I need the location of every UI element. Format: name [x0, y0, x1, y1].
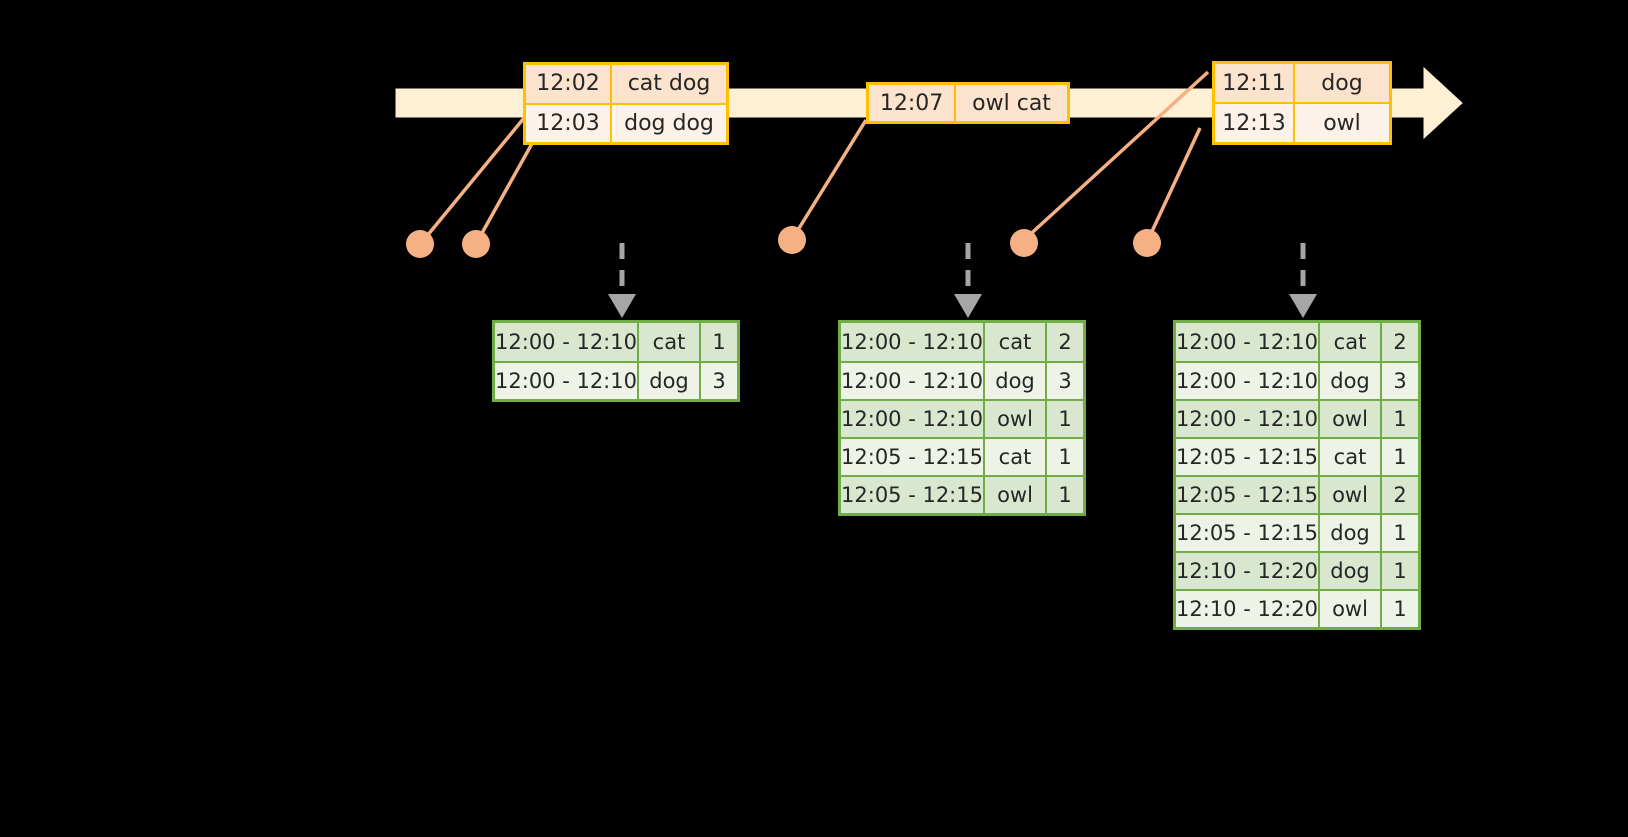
cell-window: 12:00 - 12:10	[1176, 401, 1320, 437]
table-row[interactable]: 12:05 - 12:15 cat 1	[1176, 437, 1418, 475]
table-row[interactable]: 12:05 - 12:15 owl 1	[841, 475, 1083, 513]
cell-window: 12:00 - 12:10	[1176, 323, 1320, 361]
dashed-arrow-head-2	[954, 294, 982, 318]
cell-word: dog	[1320, 515, 1382, 551]
event-words: cat dog	[612, 65, 726, 103]
table-row[interactable]: 12:00 - 12:10 cat 2	[841, 323, 1083, 361]
cell-window: 12:00 - 12:10	[841, 323, 985, 361]
cell-window: 12:05 - 12:15	[841, 439, 985, 475]
cell-count: 3	[1047, 363, 1083, 399]
cell-count: 2	[1382, 477, 1418, 513]
cell-word: dog	[985, 363, 1047, 399]
cell-window: 12:10 - 12:20	[1176, 553, 1320, 589]
cell-window: 12:00 - 12:10	[495, 323, 639, 361]
table-row[interactable]: 12:05 - 12:15 dog 1	[1176, 513, 1418, 551]
cell-word: owl	[1320, 591, 1382, 627]
event-row[interactable]: 12:11 dog	[1215, 64, 1389, 102]
event-dot-3	[778, 226, 806, 254]
connector-line-5	[1146, 127, 1202, 241]
cell-count: 1	[1382, 553, 1418, 589]
table-row[interactable]: 12:00 - 12:10 cat 1	[495, 323, 737, 361]
table-pointer-arrows	[619, 243, 1306, 296]
cell-count: 2	[1047, 323, 1083, 361]
table-row[interactable]: 12:10 - 12:20 dog 1	[1176, 551, 1418, 589]
table-row[interactable]: 12:00 - 12:10 owl 1	[1176, 399, 1418, 437]
cell-window: 12:10 - 12:20	[1176, 591, 1320, 627]
table-row[interactable]: 12:05 - 12:15 cat 1	[841, 437, 1083, 475]
table-row[interactable]: 12:00 - 12:10 dog 3	[495, 361, 737, 399]
cell-word: owl	[985, 401, 1047, 437]
cell-count: 1	[1382, 591, 1418, 627]
event-group-2[interactable]: 12:07 owl cat	[866, 82, 1070, 124]
table-row[interactable]: 12:00 - 12:10 dog 3	[1176, 361, 1418, 399]
event-row[interactable]: 12:07 owl cat	[869, 85, 1067, 121]
event-dot-2	[462, 230, 490, 258]
event-time: 12:13	[1215, 104, 1295, 142]
dashed-arrow-head-1	[608, 294, 636, 318]
cell-count: 1	[701, 323, 737, 361]
cell-window: 12:05 - 12:15	[841, 477, 985, 513]
table-row[interactable]: 12:00 - 12:10 dog 3	[841, 361, 1083, 399]
cell-word: dog	[1320, 363, 1382, 399]
event-group-1[interactable]: 12:02 cat dog 12:03 dog dog	[523, 62, 729, 145]
cell-word: dog	[1320, 553, 1382, 589]
result-table-1[interactable]: 12:00 - 12:10 cat 1 12:00 - 12:10 dog 3	[492, 320, 740, 402]
result-table-2[interactable]: 12:00 - 12:10 cat 2 12:00 - 12:10 dog 3 …	[838, 320, 1086, 516]
cell-window: 12:00 - 12:10	[495, 363, 639, 399]
cell-count: 3	[1382, 363, 1418, 399]
cell-word: cat	[985, 323, 1047, 361]
event-time: 12:02	[526, 65, 612, 103]
cell-count: 1	[1047, 401, 1083, 437]
cell-count: 1	[1382, 439, 1418, 475]
event-time: 12:11	[1215, 64, 1295, 102]
result-table-3[interactable]: 12:00 - 12:10 cat 2 12:00 - 12:10 dog 3 …	[1173, 320, 1421, 630]
table-row[interactable]: 12:10 - 12:20 owl 1	[1176, 589, 1418, 627]
event-row[interactable]: 12:02 cat dog	[526, 65, 726, 103]
connector-line-1	[420, 116, 526, 244]
cell-count: 1	[1047, 439, 1083, 475]
cell-word: dog	[639, 363, 701, 399]
cell-window: 12:05 - 12:15	[1176, 439, 1320, 475]
cell-count: 1	[1047, 477, 1083, 513]
cell-window: 12:05 - 12:15	[1176, 515, 1320, 551]
cell-count: 2	[1382, 323, 1418, 361]
cell-window: 12:05 - 12:15	[1176, 477, 1320, 513]
event-dot-4	[1010, 229, 1038, 257]
dashed-arrow-head-3	[1289, 294, 1317, 318]
cell-count: 1	[1382, 401, 1418, 437]
event-row[interactable]: 12:03 dog dog	[526, 102, 726, 142]
table-row[interactable]: 12:00 - 12:10 owl 1	[841, 399, 1083, 437]
event-time: 12:07	[869, 85, 957, 121]
cell-window: 12:00 - 12:10	[841, 363, 985, 399]
event-row[interactable]: 12:13 owl	[1215, 102, 1389, 142]
event-dot-1	[406, 230, 434, 258]
table-row[interactable]: 12:05 - 12:15 owl 2	[1176, 475, 1418, 513]
cell-word: cat	[1320, 323, 1382, 361]
event-group-3[interactable]: 12:11 dog 12:13 owl	[1212, 61, 1392, 145]
connector-line-2	[475, 139, 536, 243]
cell-count: 1	[1382, 515, 1418, 551]
cell-word: cat	[985, 439, 1047, 475]
cell-count: 3	[701, 363, 737, 399]
cell-word: owl	[1320, 477, 1382, 513]
event-dot-5	[1133, 229, 1161, 257]
table-row[interactable]: 12:00 - 12:10 cat 2	[1176, 323, 1418, 361]
cell-window: 12:00 - 12:10	[841, 401, 985, 437]
event-words: dog dog	[612, 104, 726, 142]
event-words: owl cat	[956, 85, 1067, 121]
cell-word: owl	[1320, 401, 1382, 437]
event-dots	[406, 226, 1161, 258]
event-words: owl	[1295, 104, 1389, 142]
cell-window: 12:00 - 12:10	[1176, 363, 1320, 399]
cell-word: cat	[1320, 439, 1382, 475]
connector-line-3	[791, 119, 868, 239]
event-words: dog	[1295, 64, 1389, 102]
table-pointer-arrowheads	[608, 294, 1317, 318]
event-time: 12:03	[526, 104, 612, 142]
cell-word: cat	[639, 323, 701, 361]
cell-word: owl	[985, 477, 1047, 513]
